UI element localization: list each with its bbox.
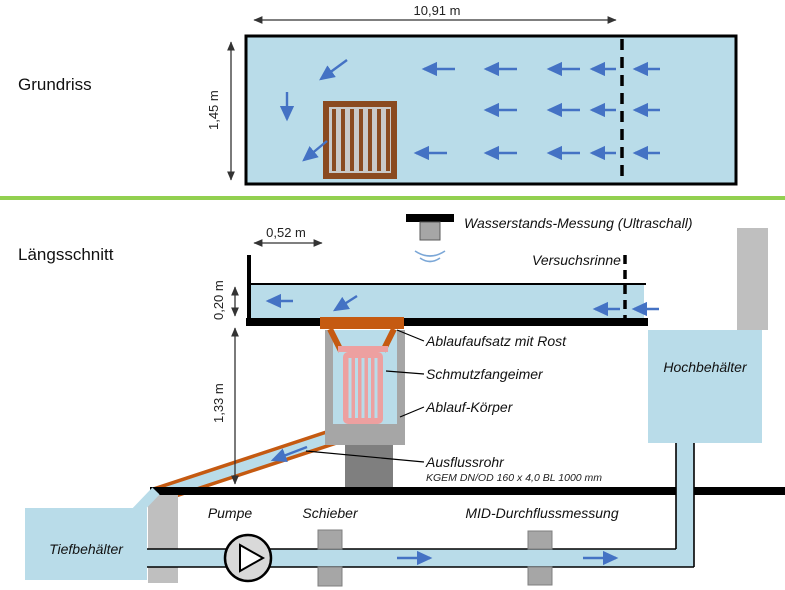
flume-bottom-left [246,318,330,326]
section-flow-arrows [265,293,659,317]
label-upper-tank: Hochbehälter [663,359,747,375]
plan-flow-arrows [279,59,660,162]
label-dirt-bucket: Schmutzfangeimer [426,366,543,382]
flume-water [250,284,644,318]
floor-line [150,487,785,495]
plan-dimension-lines [227,16,617,181]
plan-view [227,16,738,186]
label-gate-valve: Schieber [302,505,358,521]
plan-title: Grundriss [18,75,92,94]
return-piping [147,443,695,568]
right-wall-block [737,228,768,330]
pump-symbol [223,533,273,583]
dim-flume-width: 1,45 m [205,90,221,131]
label-lower-tank: Tiefbehälter [49,541,123,557]
label-outflow-pipe: Ausflussrohr [426,454,504,470]
upper-tank [648,330,762,443]
section-dimension-lines [231,239,323,485]
label-flume: Versuchsrinne [532,252,621,268]
label-water-level-sensor: Wasserstands-Messung (Ultraschall) [464,215,693,231]
dim-drain-height: 1,33 m [210,383,226,424]
grate-plan [323,101,397,179]
dim-drain-offset: 0,52 m [266,225,306,240]
section-view [25,214,785,587]
section-title: Längsschnitt [18,245,114,264]
label-drain-top: Ablaufaufsatz mit Rost [426,333,567,349]
spill-water [129,487,160,519]
drain-assembly [320,317,405,488]
dim-flume-length: 10,91 m [413,3,461,18]
label-pump: Pumpe [207,505,253,521]
dirt-trap-bucket [338,346,388,424]
outflow-pipe [151,427,339,505]
label-flow-meter: MID-Durchflussmessung [465,505,619,521]
label-outflow-pipe-spec: KGEM DN/OD 160 x 4,0 BL 1000 mm [426,472,603,484]
ultrasonic-sensor-icon [406,214,454,263]
left-wall-block [148,495,178,583]
gate-valve-symbol [317,529,343,587]
drain-pedestal [345,445,393,488]
label-drain-body: Ablauf-Körper [426,399,513,415]
leader-lines [305,329,425,463]
lower-tank [25,508,147,580]
flow-meter-symbol [527,530,553,586]
flume-bottom-right [400,318,648,326]
dim-water-depth: 0,20 m [210,280,226,321]
